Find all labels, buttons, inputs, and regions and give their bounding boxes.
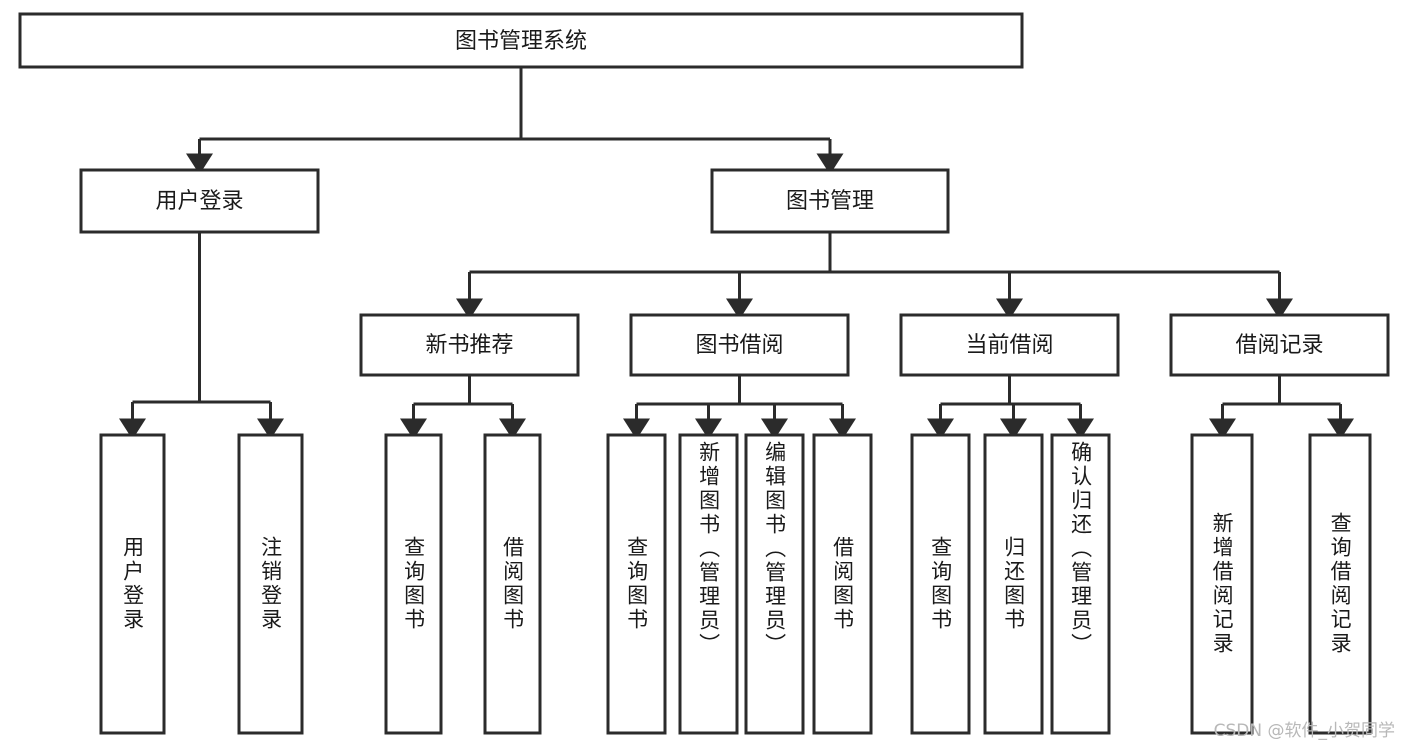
leaf-add-record-box[interactable] [1190,433,1254,735]
leaf-user-login-box[interactable] [99,433,166,735]
leaf-return-book-box[interactable] [983,433,1044,735]
node-borrow-record-box [1169,313,1390,377]
leaf-confirm-return-box[interactable] [1050,433,1111,735]
leaf-query-book-3-box[interactable] [910,433,971,735]
node-book-borrow[interactable]: 图书借阅 [629,313,850,377]
connector-layer [119,67,1354,440]
node-book-borrow-label: 图书借阅 [695,333,783,358]
leaf-query-record-box[interactable] [1308,433,1372,735]
node-book-manage-label: 图书管理 [786,189,874,214]
leaf-user-logout-box[interactable] [237,433,304,735]
node-new-book-recommend-box [359,313,580,377]
leaf-borrow-book-2-box[interactable] [812,433,873,735]
node-book-borrow-box [629,313,850,377]
node-book-manage-box [710,168,950,234]
node-root-box [18,12,1024,69]
edge-root-to-level2 [198,67,830,158]
node-current-borrow-label: 当前借阅 [965,333,1053,358]
node-user-login[interactable]: 用户登录 [79,168,320,234]
edge-bookborrow-bus [636,375,843,406]
node-user-login-box [79,168,320,234]
edge-userlogin-bus [132,232,271,404]
node-borrow-record-label: 借阅记录 [1235,333,1323,358]
leaf-edit-book-box[interactable] [744,433,805,735]
node-borrow-record[interactable]: 借阅记录 [1169,313,1390,377]
node-current-borrow-box [899,313,1120,377]
node-new-book-recommend-label: 新书推荐 [425,333,513,358]
edge-borrowrecord-bus [1222,375,1341,406]
leaf-borrow-book-1-box[interactable] [483,433,542,735]
leaf-query-book-2-box[interactable] [606,433,667,735]
node-new-book-recommend[interactable]: 新书推荐 [359,313,580,377]
edge-bookmanage-bus [469,232,1280,274]
leaf-add-book-box[interactable] [678,433,739,735]
edge-currentborrow-bus [940,375,1081,406]
node-current-borrow[interactable]: 当前借阅 [899,313,1120,377]
node-root-label: 图书管理系统 [455,29,587,54]
leaf-query-book-1-box[interactable] [384,433,443,735]
edge-newbook-bus [413,375,513,406]
leaf-box-layer [99,433,1372,735]
node-user-login-label: 用户登录 [155,189,243,214]
node-root[interactable]: 图书管理系统 [18,12,1024,69]
node-book-manage[interactable]: 图书管理 [710,168,950,234]
